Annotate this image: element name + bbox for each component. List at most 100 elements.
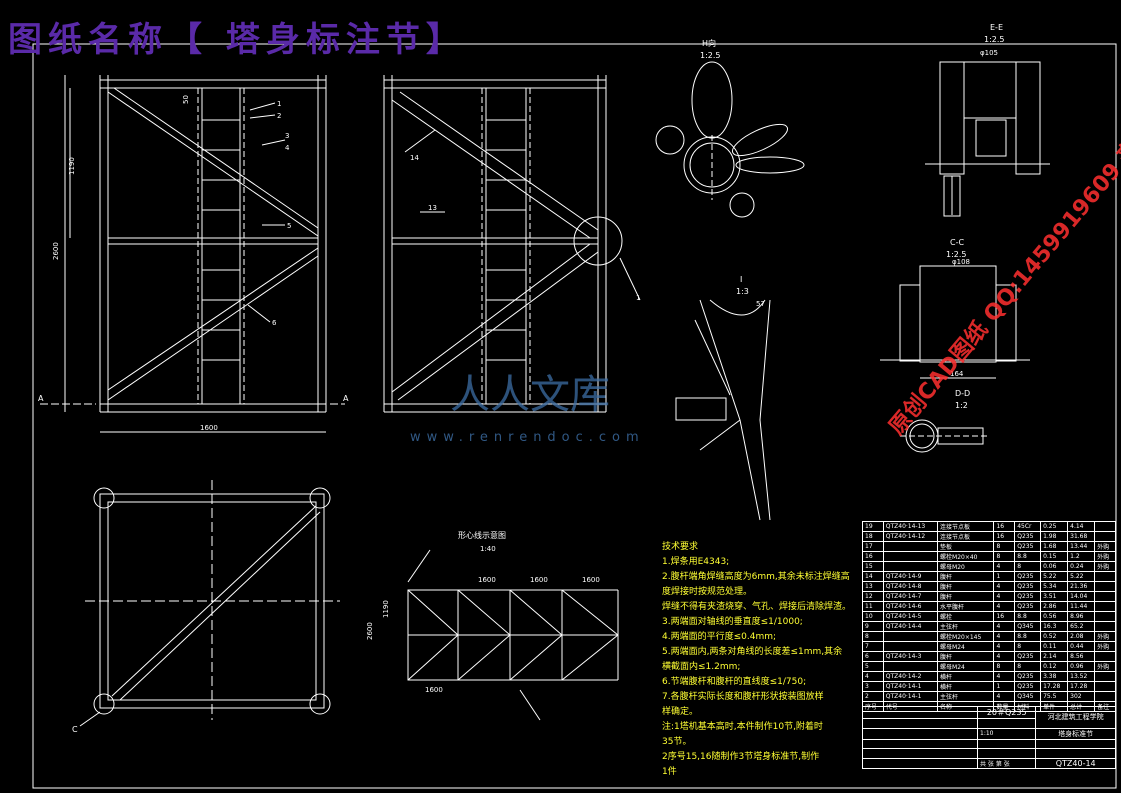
- bom-cell: 0.06: [1040, 561, 1069, 572]
- bom-cell: [882, 551, 939, 562]
- dim-164-cc: 164: [950, 370, 964, 378]
- bom-cell: 0.25: [1040, 521, 1069, 532]
- bom-cell: 14.04: [1067, 591, 1096, 602]
- bom-cell: 垫板: [937, 541, 995, 552]
- centroid-diagram: [407, 549, 619, 721]
- bom-cell: 8.96: [1067, 611, 1096, 622]
- dim-1190-b: 1190: [382, 600, 390, 618]
- detail-i-label: I: [740, 275, 742, 284]
- part-name-cell: 塔身标准节: [1035, 727, 1116, 740]
- bom-cell: [1094, 681, 1116, 692]
- bom-cell: [1094, 591, 1116, 602]
- bom-cell: 17.28: [1067, 681, 1096, 692]
- technical-notes: 技术要求 1.焊条用E4343; 2.腹杆端角焊缝高度为6mm,其余未标注焊缝高…: [662, 540, 862, 780]
- bom-cell: [1094, 611, 1116, 622]
- bom-cell: 外购: [1094, 561, 1116, 572]
- bom-cell: 16: [862, 551, 884, 562]
- bom-cell: 4.14: [1067, 521, 1096, 532]
- bom-cell: 0.96: [1067, 661, 1096, 672]
- bom-cell: QTZ40·14-3: [882, 651, 939, 662]
- bom-cell: [1094, 671, 1116, 682]
- bom-cell: 8: [1014, 561, 1042, 572]
- bom-cell: 13.52: [1067, 671, 1096, 682]
- sheet-cell: 共 张 第 张: [976, 758, 1037, 770]
- note-line: 焊缝不得有夹渣烧穿、气孔、焊接后清除焊渣。: [662, 602, 852, 612]
- callout-1: 1: [277, 100, 281, 108]
- bom-cell: [1094, 691, 1116, 702]
- centroid-diagram-scale: 1:40: [480, 545, 496, 553]
- bom-cell: Q235: [1014, 601, 1042, 612]
- drawing-no-cell: QTZ40-14: [1035, 758, 1116, 770]
- section-a-right-label: A: [343, 394, 349, 403]
- bom-cell: 3.51: [1040, 591, 1069, 602]
- dim-1190: 1190: [68, 157, 76, 175]
- bom-cell: 1.68: [1040, 541, 1069, 552]
- bom-cell: Q235: [1014, 671, 1042, 682]
- bom-cell: 4: [993, 631, 1016, 642]
- bom-cell: 14: [862, 571, 884, 582]
- bom-cell: 10: [862, 611, 884, 622]
- bom-cell: 15: [862, 561, 884, 572]
- bom-cell: 31.68: [1067, 531, 1096, 542]
- detail-cc-label: C-C: [950, 238, 964, 247]
- bom-cell: 腹杆: [937, 591, 995, 602]
- detail-dd-label: D-D: [955, 389, 970, 398]
- bom-cell: 6: [862, 651, 884, 662]
- bom-cell: 外购: [1094, 641, 1116, 652]
- bom-cell: Q235: [1014, 651, 1042, 662]
- dim-57: 57: [756, 300, 765, 308]
- bom-cell: QTZ40·14-2: [882, 671, 939, 682]
- note-line: 样确定。: [662, 707, 699, 717]
- bom-cell: 0.24: [1067, 561, 1096, 572]
- bom-cell: Q235: [1014, 571, 1042, 582]
- bom-cell: 13: [862, 581, 884, 592]
- bom-cell: 连接节点板: [937, 531, 995, 542]
- bom-cell: 1: [993, 571, 1016, 582]
- bom-cell: [1094, 621, 1116, 632]
- bom-cell: 螺栓M20×40: [937, 551, 995, 562]
- detail-h-label: H向: [702, 38, 716, 48]
- bom-cell: 4: [993, 691, 1016, 702]
- bom-cell: QTZ40·14-8: [882, 581, 939, 592]
- bom-cell: 8: [993, 551, 1016, 562]
- bom-cell: 18: [862, 531, 884, 542]
- bom-cell: 8: [1014, 641, 1042, 652]
- bom-cell: QTZ40·14-7: [882, 591, 939, 602]
- callout-14: 14: [410, 154, 419, 162]
- detail-h-scale: 1:2.5: [700, 51, 721, 60]
- bom-cell: 0.12: [1040, 661, 1069, 672]
- bom-cell: QTZ40·14-1: [882, 691, 939, 702]
- bom-cell: 0.11: [1040, 641, 1069, 652]
- bom-cell: Q235: [1014, 591, 1042, 602]
- note-line: 4.两端面的平行度≤0.4mm;: [662, 632, 777, 642]
- bom-cell: 螺栓M20×145: [937, 631, 995, 642]
- bom-cell: 0.15: [1040, 551, 1069, 562]
- right-elevation: [383, 75, 641, 413]
- bom-cell: Q235: [1014, 541, 1042, 552]
- bom-cell: QTZ40·14-13: [882, 521, 939, 532]
- bom-cell: QTZ40·14-12: [882, 531, 939, 542]
- bom-cell: Q345: [1014, 621, 1042, 632]
- bom-cell: [1094, 521, 1116, 532]
- bom-cell: 16: [993, 531, 1016, 542]
- dim-2600-b: 2600: [366, 622, 374, 640]
- bom-cell: 2: [862, 691, 884, 702]
- bom-cell: 8: [1014, 661, 1042, 672]
- note-line: 2序号15,16随制作3节塔身标准节,制作: [662, 752, 820, 762]
- bom-cell: 8.56: [1067, 651, 1096, 662]
- bom-cell: 5: [862, 661, 884, 672]
- bom-cell: Q235: [1014, 581, 1042, 592]
- bom-cell: 13.44: [1067, 541, 1096, 552]
- bom-cell: 腹杆: [937, 571, 995, 582]
- note-line: 横截面内≤1.2mm;: [662, 662, 741, 672]
